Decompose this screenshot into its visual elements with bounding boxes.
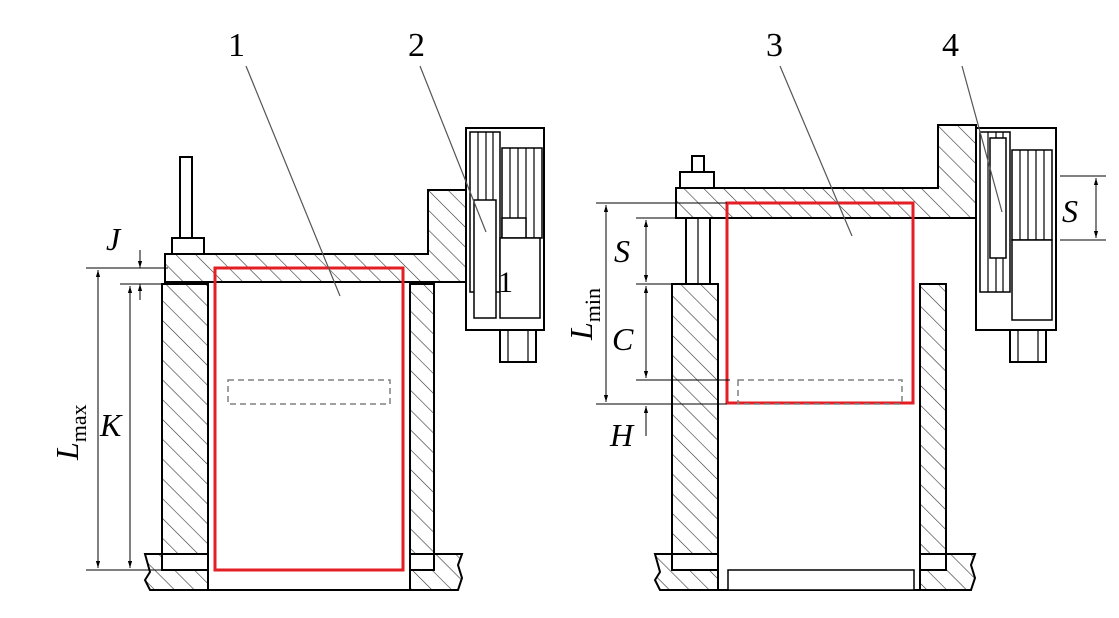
left-cylinder-wall-left <box>161 283 209 555</box>
left-specimen-outline <box>213 266 405 572</box>
right-base-flange <box>653 553 719 591</box>
leader-3 <box>779 65 853 237</box>
label-h: H <box>609 417 635 453</box>
left-assembly: 1 2 1 J K Lmax <box>49 27 545 591</box>
right-cylinder-wall-left <box>671 283 719 555</box>
label-s-right: S <box>1062 193 1078 229</box>
right-base-flange-right <box>919 553 977 591</box>
callout-3: 3 <box>766 27 783 64</box>
label-s-left: S <box>614 233 630 269</box>
label-lmax: Lmax <box>49 404 91 461</box>
svg-text:Lmin: Lmin <box>563 288 605 341</box>
left-base-flange <box>143 553 209 591</box>
left-bolt-nut <box>171 237 205 255</box>
right-cylinder-wall-right <box>919 283 947 555</box>
right-hidden-slot <box>737 379 903 405</box>
callout-2: 2 <box>408 27 425 64</box>
label-k: K <box>99 407 123 443</box>
left-base-flange-right <box>409 553 464 591</box>
left-sensor-2 <box>465 127 545 363</box>
leader-2 <box>419 65 487 233</box>
svg-text:Lmax: Lmax <box>49 404 91 461</box>
callout-1: 1 <box>228 27 245 64</box>
right-specimen-outline <box>725 201 915 405</box>
leader-4 <box>961 65 1003 213</box>
leader-1 <box>245 65 341 297</box>
right-assembly: 3 4 S C H S Lmin <box>563 27 1106 591</box>
inner-mark-1: 1 <box>498 266 513 299</box>
left-bolt-shaft <box>179 156 193 240</box>
callout-4: 4 <box>942 27 959 64</box>
right-bolt-shaft <box>691 155 705 173</box>
label-c: C <box>612 321 634 357</box>
left-cylinder-wall-right <box>409 283 435 555</box>
label-j: J <box>106 221 122 257</box>
right-bolt-nut <box>679 171 715 189</box>
left-hidden-slot <box>227 379 391 405</box>
label-lmin: Lmin <box>563 288 605 341</box>
